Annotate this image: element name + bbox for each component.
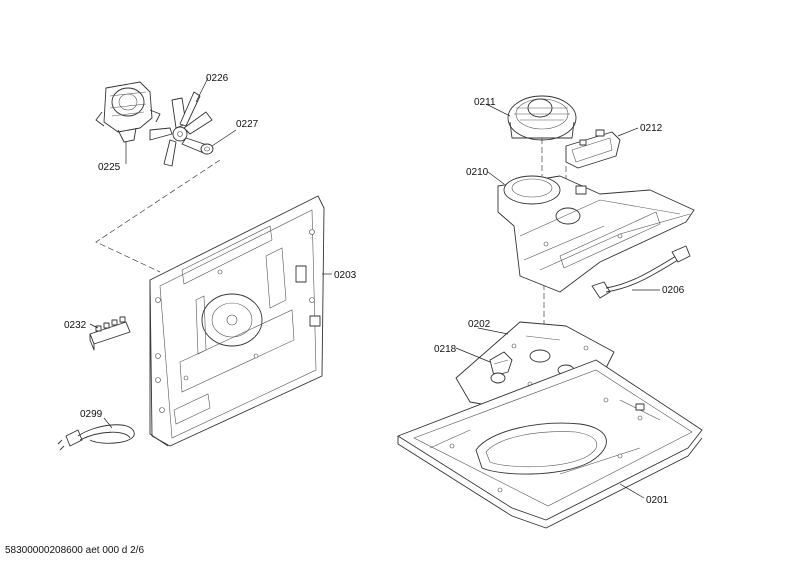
terminal-block-0232 <box>89 316 131 351</box>
callout-0225: 0225 <box>98 162 121 173</box>
fan-wheel-0226 <box>149 91 213 167</box>
callout-0212: 0212 <box>640 123 663 134</box>
leader-0232 <box>89 323 99 329</box>
callout-0232: 0232 <box>64 320 87 331</box>
callout-0218: 0218 <box>434 344 457 355</box>
callout-0299: 0299 <box>80 409 103 420</box>
oven-base-0201 <box>397 359 703 529</box>
leader-0202 <box>477 327 509 335</box>
leader-0226 <box>195 77 209 103</box>
blower-motor-0211 <box>507 95 577 141</box>
callout-0201: 0201 <box>646 495 669 506</box>
nut-0227 <box>200 143 214 155</box>
fan-motor-0225 <box>95 81 161 143</box>
wire-harness-0206 <box>591 245 691 299</box>
mains-cable-0299 <box>57 424 135 451</box>
callout-0227: 0227 <box>236 119 259 130</box>
callout-0203: 0203 <box>334 270 357 281</box>
back-panel-0203 <box>149 195 325 447</box>
document-code: 58300000208600 aet 000 d 2/6 <box>5 545 145 556</box>
leader-0201 <box>619 483 645 499</box>
leader-0210 <box>487 171 505 185</box>
leader-0218 <box>455 347 491 363</box>
callout-0226: 0226 <box>206 73 229 84</box>
callout-0202: 0202 <box>468 319 491 330</box>
assembly-line-fan <box>95 159 221 273</box>
callout-0210: 0210 <box>466 167 489 178</box>
air-duct-0210 <box>497 175 695 293</box>
callout-0206: 0206 <box>662 285 685 296</box>
callout-0211: 0211 <box>474 97 496 108</box>
leader-0211 <box>485 103 511 117</box>
control-module-0212 <box>565 129 621 169</box>
thermostat-0218 <box>489 351 513 384</box>
leader-0227 <box>211 129 237 147</box>
leader-0212 <box>617 127 639 137</box>
leader-0299 <box>103 417 113 429</box>
